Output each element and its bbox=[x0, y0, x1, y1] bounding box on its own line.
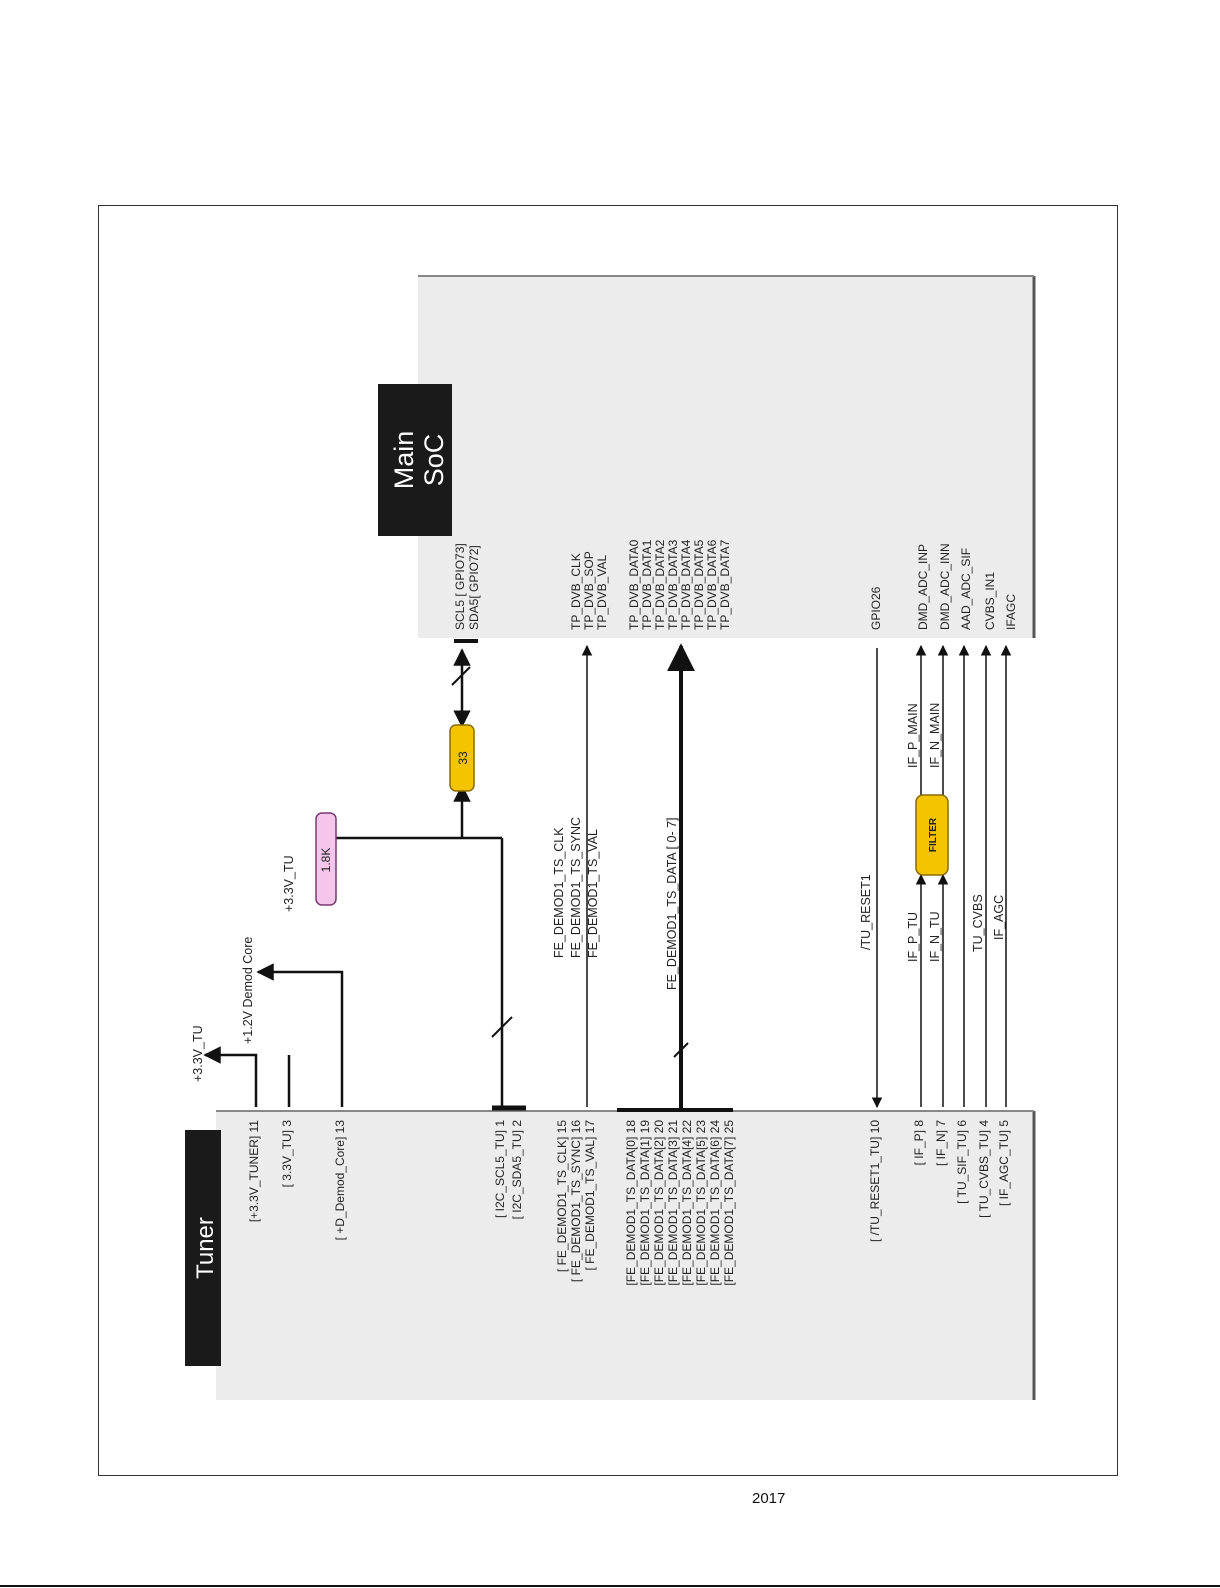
tuner-pin-label: [FE_DEMOD1_TS_DATA[6] 24 bbox=[708, 1120, 722, 1286]
tuner-pin-labels: [+3.3V_TUNER] 11 [ 3.3V_TU] 3 [ +D_Demod… bbox=[247, 1120, 1011, 1286]
net-ts-data: FE_DEMOD1_TS_DATA [ 0- 7] bbox=[665, 817, 679, 990]
soc-pin-label: TP_DVB_DATA3 bbox=[666, 539, 680, 630]
soc-title-line2: SoC bbox=[419, 434, 449, 487]
tuner-pin-label: [ +D_Demod_Core] 13 bbox=[333, 1120, 347, 1241]
tuner-pin-label: [ TU_CVBS_TU] 4 bbox=[977, 1120, 991, 1218]
net-3v3-tu-pullup: +3.3V_TU bbox=[282, 855, 296, 912]
tuner-pin-label: [FE_DEMOD1_TS_DATA[4] 22 bbox=[680, 1120, 694, 1286]
soc-pin-label: DMD_ADC_INP bbox=[916, 544, 930, 630]
net-if-n-tu: IF_N_TU bbox=[928, 911, 942, 962]
power-rails bbox=[203, 963, 344, 1107]
tuner-pin-label: [ TU_SIF_TU] 6 bbox=[955, 1120, 969, 1204]
soc-pin-label: TP_DVB_DATA4 bbox=[679, 539, 693, 630]
soc-pin-label: TP_DVB_DATA5 bbox=[692, 539, 706, 630]
net-tu-cvbs: TU_CVBS bbox=[971, 894, 985, 952]
page-number: 2017 bbox=[752, 1490, 786, 1507]
net-1v2-demod-core: +1.2V Demod Core bbox=[241, 937, 255, 1044]
tuner-pin-label: [FE_DEMOD1_TS_DATA[3] 21 bbox=[666, 1120, 680, 1286]
soc-pin-label: TP_DVB_DATA1 bbox=[640, 539, 654, 630]
soc-pin-label: TP_DVB_DATA6 bbox=[705, 539, 719, 630]
tuner-pin-label: [ I2C_SCL5_TU] 1 bbox=[493, 1120, 507, 1218]
soc-pin-label: TP_DVB_DATA2 bbox=[653, 539, 667, 630]
net-ts-sync: FE_DEMOD1_TS_SYNC bbox=[569, 817, 583, 958]
soc-pin-label: AAD_ADC_SIF bbox=[959, 548, 973, 630]
soc-pin-label: TP_DVB_SOP bbox=[582, 551, 596, 630]
tuner-pin-label: [ /TU_RESET1_TU] 10 bbox=[868, 1120, 882, 1242]
net-if-p-main: IF_P_MAIN bbox=[906, 703, 920, 768]
tuner-pin-label: [ IF_N] 7 bbox=[934, 1120, 948, 1166]
diagram-frame bbox=[98, 205, 1118, 1476]
tuner-title: Tuner bbox=[192, 1217, 219, 1279]
ts-data-bus bbox=[617, 643, 733, 1112]
soc-pin-label: DMD_ADC_INN bbox=[938, 543, 952, 630]
filter-block: FILTER bbox=[915, 794, 949, 876]
tuner-pin-label: [ FE_DEMOD1_TS_SYNC] 16 bbox=[569, 1120, 583, 1282]
if-lines bbox=[915, 644, 1012, 1107]
soc-pin-labels: SCL5 [ GPIO73] SDA5[ GPIO72] TP_DVB_CLK … bbox=[453, 539, 1018, 630]
net-ts-val: FE_DEMOD1_TS_VAL bbox=[586, 829, 600, 958]
tuner-pin-label: [FE_DEMOD1_TS_DATA[2] 20 bbox=[652, 1120, 666, 1286]
tuner-title-box: Tuner bbox=[185, 1130, 221, 1366]
pullup-resistor-value: 1.8K bbox=[319, 848, 333, 873]
tuner-pin-label: [ IF_P] 8 bbox=[912, 1120, 926, 1166]
soc-pin-label: TP_DVB_VAL bbox=[595, 555, 609, 630]
tuner-pin-label: [FE_DEMOD1_TS_DATA[7] 25 bbox=[722, 1120, 736, 1286]
soc-pin-label: TP_DVB_DATA7 bbox=[718, 539, 732, 630]
net-ts-clk: FE_DEMOD1_TS_CLK bbox=[552, 827, 566, 958]
net-if-agc: IF_AGC bbox=[992, 895, 1006, 940]
tuner-pin-label: [FE_DEMOD1_TS_DATA[5] 23 bbox=[694, 1120, 708, 1286]
series-resistor-value: 33 bbox=[456, 751, 470, 765]
bottom-rule bbox=[0, 1585, 1220, 1587]
net-tu-reset1: /TU_RESET1 bbox=[859, 874, 873, 950]
soc-title-box: Main SoC bbox=[378, 384, 452, 536]
soc-title-line1: Main bbox=[389, 431, 419, 490]
pullup-resistor: 1.8K bbox=[315, 812, 337, 906]
soc-block bbox=[418, 275, 1036, 638]
soc-pin-label: TP_DVB_CLK bbox=[569, 553, 583, 630]
filter-label: FILTER bbox=[928, 817, 939, 852]
tuner-pin-label: [ 3.3V_TU] 3 bbox=[280, 1120, 294, 1188]
soc-pin-label: SCL5 [ GPIO73] bbox=[453, 543, 467, 630]
soc-pin-label: IFAGC bbox=[1004, 594, 1018, 630]
soc-pin-label: CVBS_IN1 bbox=[983, 572, 997, 630]
net-if-n-main: IF_N_MAIN bbox=[928, 703, 942, 768]
tuner-pin-label: [ FE_DEMOD1_TS_VAL] 17 bbox=[583, 1120, 597, 1271]
soc-pin-label: SDA5[ GPIO72] bbox=[467, 545, 481, 630]
series-resistor: 33 bbox=[449, 724, 475, 792]
net-if-p-tu: IF_P_TU bbox=[906, 912, 920, 962]
tuner-pin-label: [+3.3V_TUNER] 11 bbox=[247, 1120, 261, 1222]
tuner-pin-label: [ I2C_SDA5_TU] 2 bbox=[510, 1120, 524, 1220]
soc-pin-label: TP_DVB_DATA0 bbox=[627, 539, 641, 630]
tuner-pin-label: [ FE_DEMOD1_TS_CLK] 15 bbox=[555, 1120, 569, 1272]
i2c-bus bbox=[333, 639, 526, 1111]
soc-pin-label: GPIO26 bbox=[869, 586, 883, 630]
tuner-pin-label: [FE_DEMOD1_TS_DATA[1] 19 bbox=[638, 1120, 652, 1286]
tuner-pin-label: [ IF_AGC_TU] 5 bbox=[997, 1120, 1011, 1206]
tuner-pin-label: [FE_DEMOD1_TS_DATA[0] 18 bbox=[624, 1120, 638, 1286]
net-3v3-tu-top: +3.3V_TU bbox=[191, 1025, 205, 1082]
